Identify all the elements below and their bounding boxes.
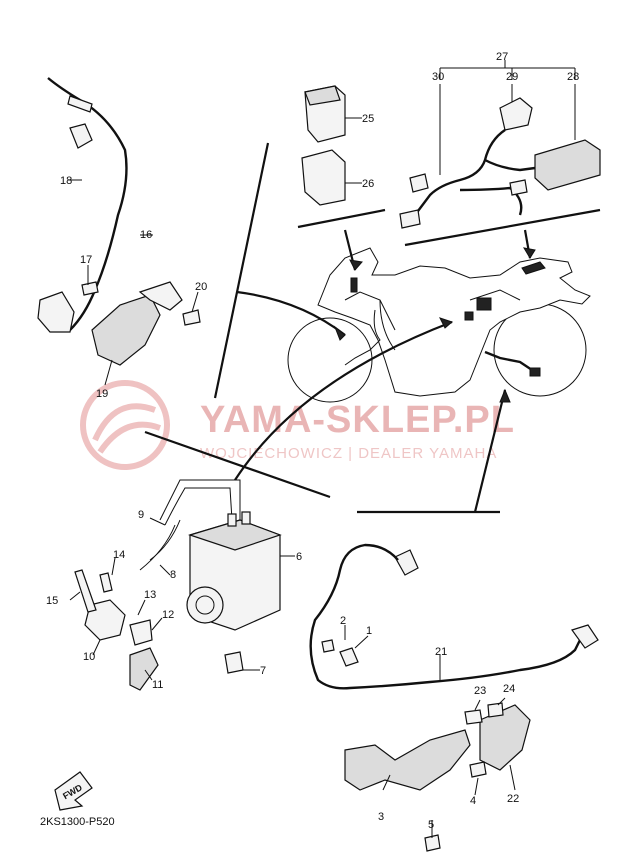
front-wheel [287,317,373,403]
fwd-arrow-icon [54,771,93,811]
callout-11: 11 [152,679,163,691]
relay-29 [499,97,533,131]
watermark-brand: YAMA-SKLEP.PL [200,399,515,441]
sub-wire-harness-group: 27 30 29 28 [399,51,601,229]
callout-6: 6 [296,551,302,563]
callout-10: 10 [83,651,95,663]
forward-arrow: FWD [54,771,93,811]
callout-15: 15 [46,595,58,607]
callout-12: 12 [162,609,174,621]
callout-23: 23 [474,685,486,697]
callout-27: 27 [496,51,508,63]
callout-17: 17 [80,254,92,266]
sensor-connector [394,549,419,576]
callout-28: 28 [567,71,579,83]
callout-5: 5 [428,819,434,831]
front-sensor [37,291,75,333]
front-wheel-sensor-group: 16 18 17 20 19 [37,77,207,400]
callout-3: 3 [378,811,384,823]
callout-14: 14 [113,549,125,561]
callout-16: 16 [140,229,152,241]
rear-bracket-22 [479,704,531,771]
motorcycle-outline [287,247,591,403]
rear-bracket-3 [344,729,471,791]
unit-28 [534,139,601,191]
leader-lines [144,142,601,514]
rear-sensor [571,624,599,649]
callout-24: 24 [503,683,515,695]
motorcycle-body [317,247,591,397]
abs-hydraulic-unit-group: 6 7 8 9 10 11 12 13 14 15 [46,479,302,691]
watermark: YAMA-SKLEP.PL WOJCIECHOWICZ | DEALER YAM… [80,380,515,470]
callout-4: 4 [470,795,476,807]
ecu-connector-group: 25 26 [301,85,374,206]
callout-25: 25 [362,113,374,125]
ecu-location-marker [350,277,358,293]
watermark-logo [80,380,170,470]
bracket-11 [129,647,159,691]
callout-7: 7 [260,665,266,677]
callout-20: 20 [195,281,207,293]
cable-clamp [69,123,93,149]
callout-21: 21 [435,646,447,658]
harness-location-marker [521,261,546,275]
callout-22: 22 [507,793,519,805]
callout-1: 1 [366,625,372,637]
callout-26: 26 [362,178,374,190]
callout-29: 29 [506,71,518,83]
callout-30: 30 [432,71,444,83]
callout-8: 8 [170,569,176,581]
callout-19: 19 [96,388,108,400]
callout-2: 2 [340,615,346,627]
connector-26 [301,149,346,206]
sensor-bracket [91,294,161,366]
callout-18: 18 [60,175,72,187]
callout-13: 13 [144,589,156,601]
grommet-7 [224,651,244,674]
diagram-code: 2KS1300-P520 [40,816,115,828]
watermark-tagline: WOJCIECHOWICZ | DEALER YAMAHA [200,445,497,462]
abs-location-marker [476,297,492,311]
rear-wheel-sensor-group: 1 2 3 4 5 21 22 23 24 [309,543,599,852]
abs-motor [186,586,224,624]
callout-9: 9 [138,509,144,521]
